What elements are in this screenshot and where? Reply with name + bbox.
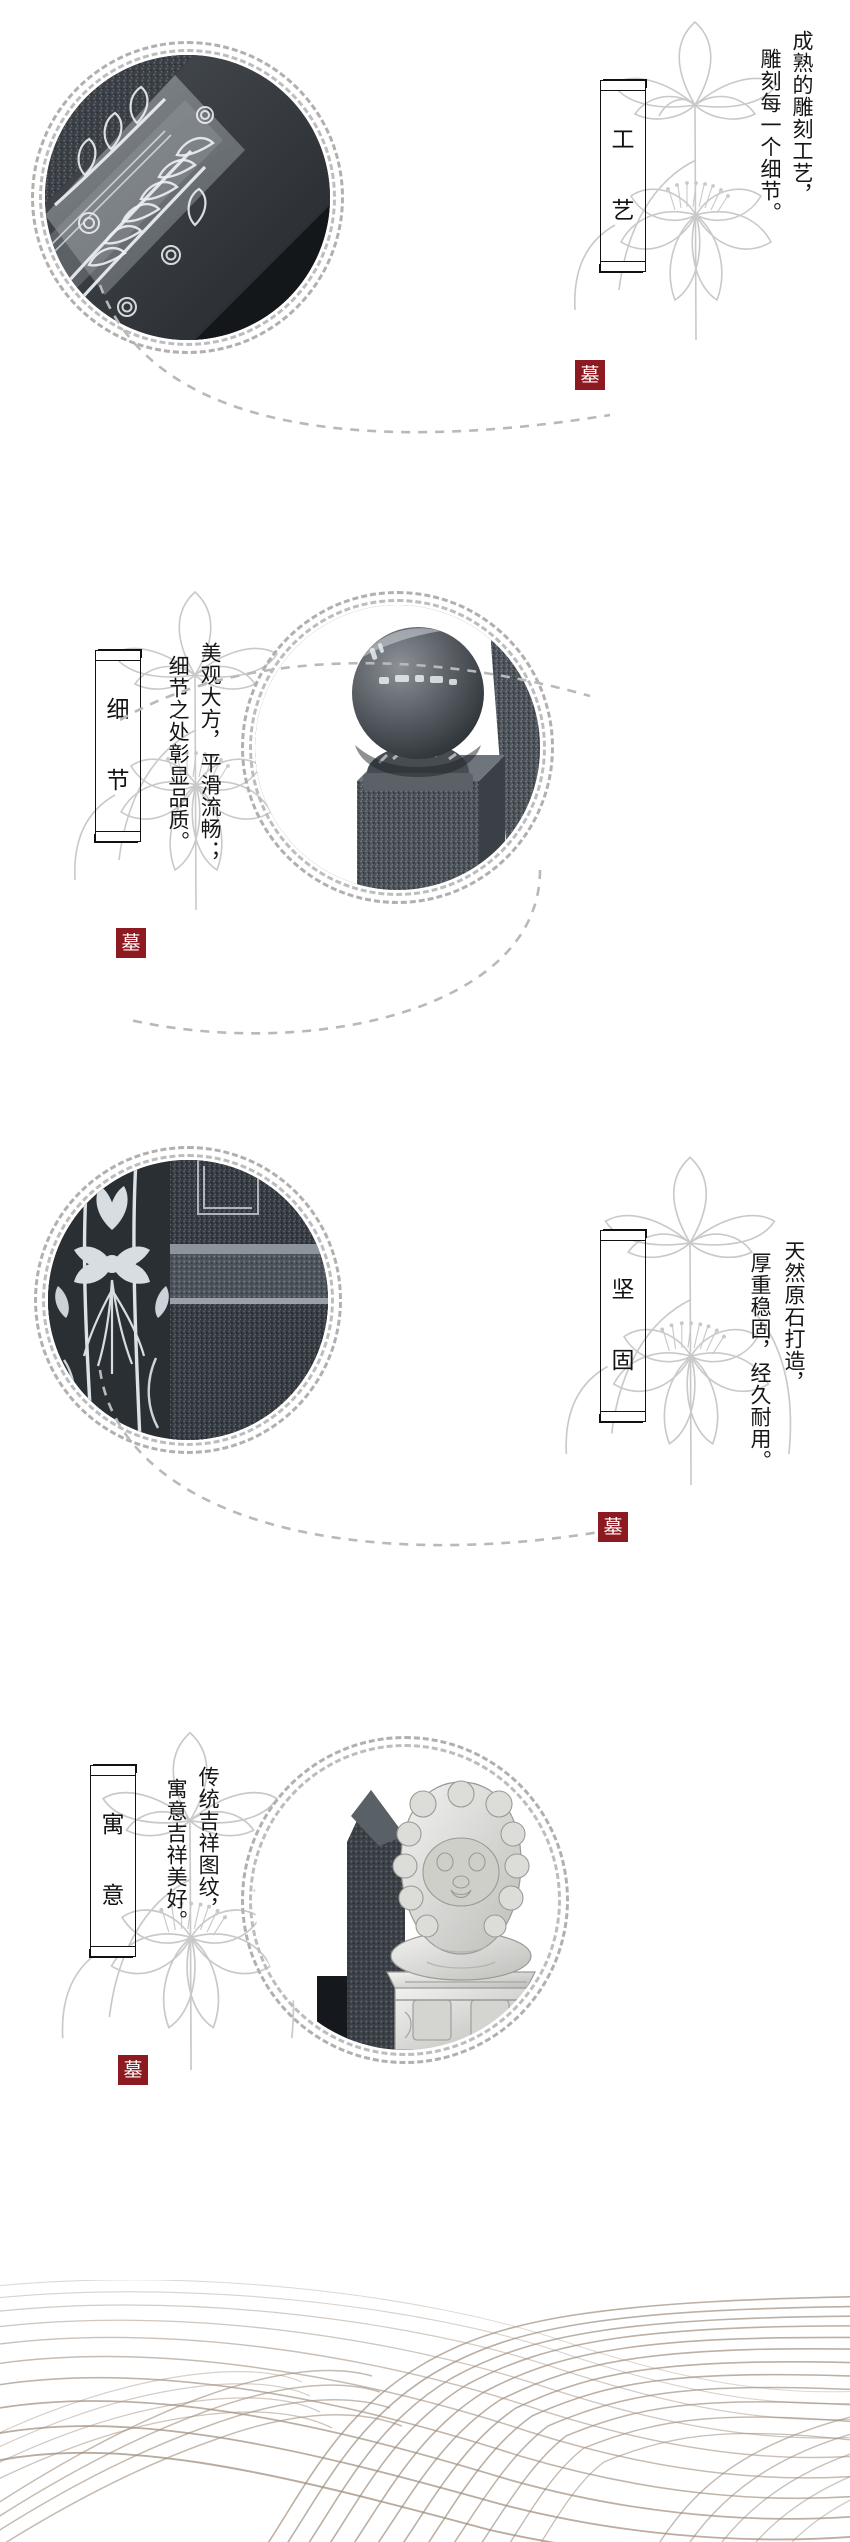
section-solid: 坚 固 天然原石打造， 厚重稳固，经久耐用。 墓 bbox=[0, 1120, 850, 1720]
plaque-body: 寓 意 bbox=[90, 1776, 136, 1946]
plaque-meaning: 寓 意 bbox=[90, 1765, 136, 1957]
plaque-cap-top bbox=[600, 1230, 646, 1241]
section-meaning-photo-frame bbox=[241, 1736, 569, 2064]
section-solid-text-line-1: 天然原石打造， bbox=[782, 1240, 806, 1394]
plaque-body: 细 节 bbox=[95, 661, 141, 831]
stone-lion-statue-photo bbox=[255, 1750, 555, 2050]
floral-carving-base-photo bbox=[48, 1160, 328, 1440]
section-craft-text-line-2: 雕刻每一个细节。 bbox=[758, 48, 782, 224]
plaque-body: 工 艺 bbox=[600, 91, 646, 261]
section-detail-photo-frame bbox=[241, 591, 554, 904]
plaque-char-2: 意 bbox=[101, 1883, 125, 1910]
plaque-cap-bottom bbox=[600, 1411, 646, 1422]
section-meaning: 寓 意 传统吉祥图纹， 寓意吉祥美好。 墓 bbox=[0, 1720, 850, 2280]
plaque-cap-bottom bbox=[90, 1946, 136, 1957]
plaque-char-2: 节 bbox=[106, 768, 130, 795]
section-solid-text-line-2: 厚重稳固，经久耐用。 bbox=[748, 1252, 772, 1472]
plaque-detail: 细 节 bbox=[95, 650, 141, 842]
carved-relief-pattern-photo bbox=[45, 55, 330, 340]
plaque-char-1: 工 bbox=[611, 127, 635, 154]
section-craft-text-line-1: 成熟的雕刻工艺， bbox=[790, 30, 814, 206]
plaque-cap-bottom bbox=[600, 261, 646, 272]
section-meaning-text-line-1: 传统吉祥图纹， bbox=[196, 1766, 221, 1920]
plaque-cap-bottom bbox=[95, 831, 141, 842]
plaque-cap-top bbox=[90, 1765, 136, 1776]
section-craft: 工 艺 成熟的雕刻工艺， 雕刻每一个细节。 墓 bbox=[0, 0, 850, 560]
seal-stamp-detail: 墓 bbox=[116, 928, 146, 958]
plaque-char-1: 寓 bbox=[101, 1812, 125, 1839]
seal-stamp-solid: 墓 bbox=[598, 1512, 628, 1542]
granite-sphere-pillar-photo bbox=[255, 605, 540, 890]
photo-dashed-ring-inner bbox=[249, 1744, 561, 2056]
section-craft-photo-frame bbox=[31, 41, 344, 354]
section-detail-text-line-1: 美观大方，平滑流畅； bbox=[198, 642, 223, 862]
section-solid-photo-frame bbox=[34, 1146, 342, 1454]
section-detail: 细 节 美观大方，平滑流畅； 细节之处彰显品质。 墓 bbox=[0, 560, 850, 1120]
plaque-cap-top bbox=[600, 80, 646, 91]
plaque-solid: 坚 固 bbox=[600, 1230, 646, 1422]
plaque-cap-top bbox=[95, 650, 141, 661]
section-meaning-text-line-2: 寓意吉祥美好。 bbox=[164, 1778, 189, 1932]
plaque-char-1: 细 bbox=[106, 697, 130, 724]
seal-stamp-meaning: 墓 bbox=[118, 2055, 148, 2085]
plaque-char-2: 艺 bbox=[611, 198, 635, 225]
section-detail-text-line-2: 细节之处彰显品质。 bbox=[166, 655, 191, 853]
plaque-char-2: 固 bbox=[611, 1348, 635, 1375]
plaque-craft: 工 艺 bbox=[600, 80, 646, 272]
plaque-char-1: 坚 bbox=[611, 1277, 635, 1304]
footer-wave-decoration bbox=[0, 2280, 850, 2542]
photo-dashed-ring-outer bbox=[241, 1736, 569, 2064]
plaque-body: 坚 固 bbox=[600, 1241, 646, 1411]
seal-stamp-craft: 墓 bbox=[575, 360, 605, 390]
